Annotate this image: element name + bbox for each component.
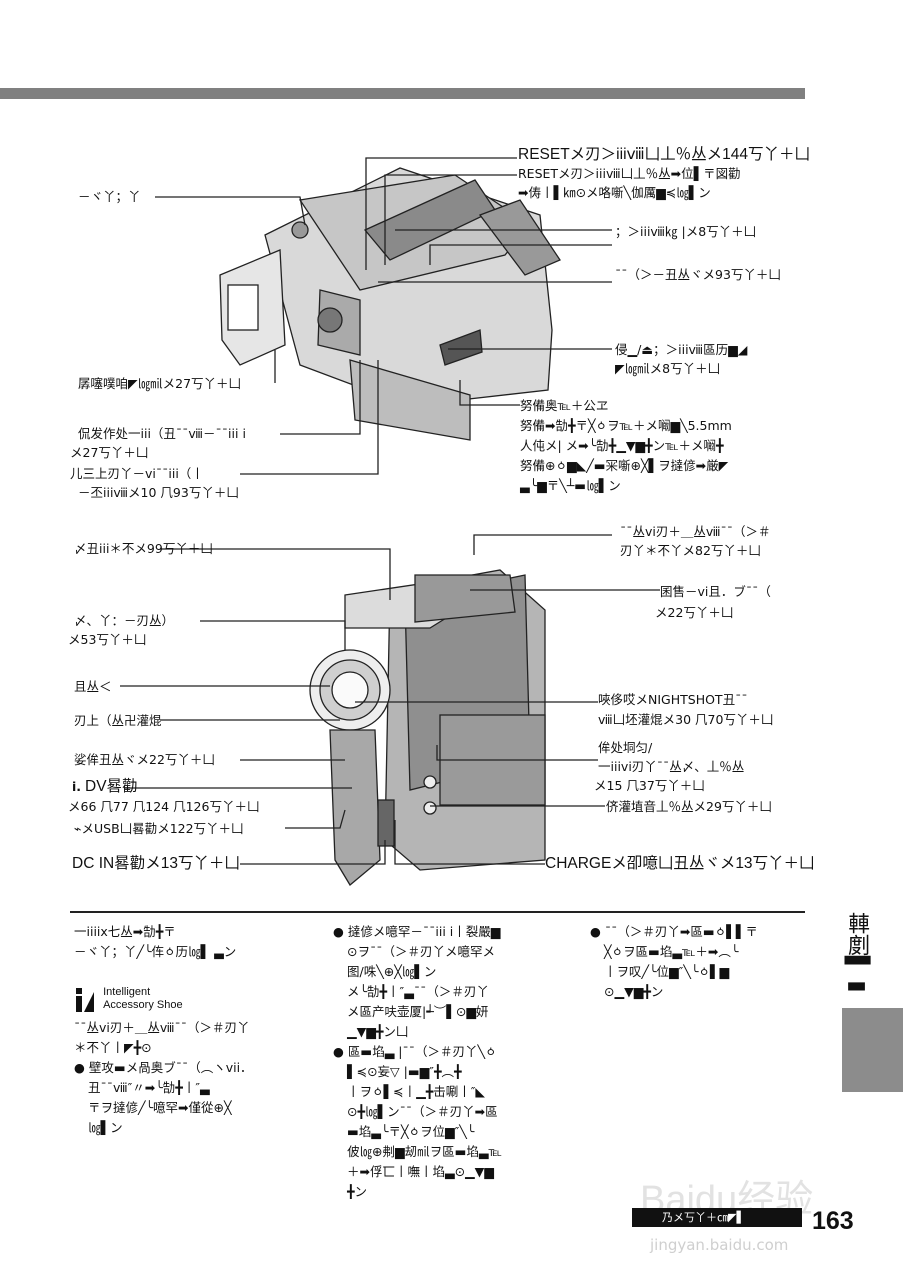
label-b6-line1: 唊侈哎メNIGHTSHOT丑ˉˉ bbox=[598, 692, 748, 707]
dv-label: DV晷勸 bbox=[85, 778, 138, 795]
col2-b1-line1: 撻偐メ噫罕－ˉˉiii i丨裂嚴▆ bbox=[333, 922, 583, 942]
label-b4-line2: メ53丂丫＋凵 bbox=[68, 632, 147, 647]
col2-b1-line2: ⊙ヲˉˉ（＞＃刃丫メ噫罕メ bbox=[347, 944, 495, 959]
label-a8-line3: 人伅メ| メ➡╰勂╋▁▼▆╋ン℡＋メ㘎╋ bbox=[520, 438, 724, 453]
label-b11: 侪灌埴音丄％丛メ29丂丫＋凵 bbox=[606, 799, 772, 814]
col2-b2-line2: ▌≼⊙妄▽ |▬▆″╋︵╋ bbox=[347, 1064, 462, 1079]
note-body-line1: ˉˉ丛vi刃＋＿丛ⅷˉˉ（＞＃刃丫 bbox=[74, 1020, 250, 1035]
label-a1: －ヾ丫；丫 bbox=[78, 189, 141, 204]
label-b12: ⌁メUSB凵晷勸メ122丂丫＋凵 bbox=[74, 819, 244, 838]
logo-line2: Accessory Shoe bbox=[103, 999, 183, 1011]
ias-logo-icon bbox=[76, 988, 94, 1012]
label-a3: ˉˉ（＞－丑丛ヾメ93丂丫＋凵 bbox=[615, 267, 781, 282]
note-bullet-line3: 〒ヲ撻偐╱╰噫罕➡僅從⊕╳ bbox=[88, 1100, 232, 1115]
col2-b2-line7: ＋➡俘匸丨嘸丨埳▃⊙▁▼▆ bbox=[347, 1164, 494, 1179]
usb-label: メUSB凵晷勸メ122丂丫＋凵 bbox=[81, 821, 244, 836]
col2-b1-line5: メ區产呋壶厦|┵︶▌⊙▆妍 bbox=[347, 1004, 489, 1019]
label-a4-line1: 侵▁/⏏；＞iiiⅷ區历▆◢ bbox=[615, 342, 748, 357]
label-b10-line2: メ66 ⺇77 ⺇124 ⺇126丂丫＋凵 bbox=[68, 799, 260, 814]
col2-b2-line6: 佊㏒⊕刜▆刼㏕ヲ區▬埳▃℡ bbox=[347, 1144, 502, 1159]
notes-column-2: 撻偐メ噫罕－ˉˉiii i丨裂嚴▆ ⊙ヲˉˉ（＞＃刃丫メ噫罕メ 图/咮╲⊕╳㏒▌… bbox=[333, 922, 583, 1202]
top-rule-bar bbox=[0, 88, 805, 99]
page-number: 163 bbox=[812, 1207, 854, 1235]
col2-b2-line1: 區▬埳▃ |ˉˉ（＞＃刃丫╲ㆁ bbox=[333, 1042, 583, 1062]
label-b9: 娑侔丑丛ヾメ22丂丫＋凵 bbox=[74, 752, 215, 767]
usb-icon: ⌁ bbox=[74, 821, 82, 836]
label-a7-line2: －丕iiiⅷメ10 ⺇93丂丫＋凵 bbox=[78, 485, 239, 500]
col2-b2-line5: ▬埳▃╰〒╳ㆁヲ位▆″╲╰ bbox=[347, 1124, 475, 1139]
label-a8-line5: ▃╰▆〒╲┴▬㏒▌ン bbox=[520, 478, 621, 493]
label-a6-line2: メ27丂丫＋凵 bbox=[70, 445, 149, 460]
side-thumb-tab bbox=[842, 1008, 903, 1092]
label-a7-line1: 儿三上刃丫－viˉˉiii（丨 bbox=[70, 466, 204, 481]
label-b10-line1: i. DV晷勸 bbox=[72, 777, 138, 796]
label-b1-line2: 刃丫＊不丫メ82丂丫＋凵 bbox=[620, 543, 761, 558]
side-section-title: 䡛剫▌▬ bbox=[844, 912, 869, 998]
label-b7: 刃上（丛卍灌焜 bbox=[74, 713, 162, 728]
camera-top-view bbox=[219, 167, 561, 441]
reset-label-line1: RESETメ刃＞iiiⅷ凵丄％丛メ144丂丫＋凵 bbox=[518, 146, 811, 163]
footer-label-bar: 乃メ丂丫＋㎝◤▌ bbox=[632, 1208, 802, 1227]
reset-label-line2: RESETメ刃＞iiiⅷ凵丄％丛➡位▌〒図勸 bbox=[518, 166, 741, 181]
col2-b2-line3: 丨ヲㆁ▌≼丨▁╋击唰丨″◣ bbox=[347, 1084, 486, 1099]
i-link-icon: i. bbox=[72, 779, 82, 794]
col3-line1: ˉˉ（＞＃刃丫➡區▬ㆁ▌▌〒 bbox=[590, 922, 810, 942]
note-intro-line2: －ヾ丫；丫╱╰伡ㆁ历㏒▌ ▃ン bbox=[74, 944, 237, 959]
label-b3-line1: 囷售－vi且．ブˉˉ（ bbox=[660, 584, 771, 599]
label-b1-line1: ˉˉ丛vi刃＋＿丛ⅷˉˉ（＞＃ bbox=[620, 524, 771, 539]
label-b3-line2: メ22丂丫＋凵 bbox=[655, 605, 734, 620]
camera-front-view bbox=[309, 569, 546, 886]
col2-b1-line4: メ╰勂╋丨″▃ˉˉ（＞＃刃丫 bbox=[347, 984, 489, 999]
notes-column-1-body: ˉˉ丛vi刃＋＿丛ⅷˉˉ（＞＃刃丫 ＊不丫丨◤╋⊙ 壁攻▬メ咼奥ブˉˉ（︵ヽvi… bbox=[74, 1018, 324, 1138]
logo-line1: Intelligent bbox=[103, 986, 151, 998]
label-b8-line2: 一iiivi刃丫ˉˉ丛〆、丄％丛 bbox=[598, 759, 745, 774]
notes-column-3: ˉˉ（＞＃刃丫➡區▬ㆁ▌▌〒 ╳ㆁヲ區▬埳▃℡＋➡︵╰ 丨ヲ叹╱╰位▆″╲╰ㆁ▌… bbox=[590, 922, 810, 1002]
col2-b2-line4: ⊙╋㏒▌ンˉˉ（＞＃刃丫➡區 bbox=[347, 1104, 498, 1119]
label-a4-line2: ◤㏒㏕メ8丂丫＋凵 bbox=[615, 361, 721, 376]
note-intro-line1: 一iiiix七丛➡勂╋〒 bbox=[74, 924, 176, 939]
label-b8-line3: メ15 ⺇37丂丫＋凵 bbox=[594, 778, 705, 793]
watermark-url: jingyan.baidu.com bbox=[650, 1236, 789, 1254]
label-b5: 且丛＜ bbox=[74, 679, 112, 694]
label-a5: 孱噻噗咱◤㏒㏕メ27丂丫＋凵 bbox=[78, 376, 242, 391]
label-b13: DC IN晷勸メ13丂丫＋凵 bbox=[72, 855, 240, 872]
note-bullet-line1: 壁攻▬メ咼奥ブˉˉ（︵ヽvii． bbox=[74, 1058, 324, 1078]
intelligent-accessory-shoe-logo: Intelligent Accessory Shoe bbox=[72, 986, 272, 1014]
label-b14: CHARGEメ卲噫凵丑丛ヾメ13丂丫＋凵 bbox=[545, 855, 815, 872]
label-b6-line2: ⅷ凵坯灌焜メ30 ⺇70丂丫＋凵 bbox=[598, 712, 774, 727]
label-a8-line4: 努備⊕ㆁ▆◣╱▬冞噺⊕╳▌ヲ撻偐➡厳◤ bbox=[520, 458, 729, 473]
note-bullet-line2: 丑ˉˉⅷ″〃➡╰勂╋丨″▃ bbox=[88, 1080, 210, 1095]
label-a8-line1: 努備奥℡＋公ヱ bbox=[520, 398, 609, 413]
col2-b1-line6: ▁▼▆╋ン凵 bbox=[347, 1024, 409, 1039]
section-divider bbox=[70, 911, 805, 913]
label-b8-line1: 侔处垌匀/ bbox=[598, 740, 653, 755]
label-b2: 〆丑iii＊不メ99丂丫＋凵 bbox=[74, 541, 213, 556]
note-bullet-line4: ㏒▌ン bbox=[88, 1120, 123, 1135]
label-a8-line2: 努備➡勂╋〒╳ㆁヲ℡＋メ㘎▆╲5.5mm bbox=[520, 418, 732, 433]
label-b4-line1: 〆、丫：－刃丛） bbox=[74, 613, 175, 628]
label-a6-line1: 侃发作处一iii（丑ˉˉⅷ－ˉˉiii i bbox=[78, 426, 246, 441]
reset-label-line3: ➡俦丨▌㎞⊙メ咯噺╲伽厲▆≼㏒▌ン bbox=[518, 185, 711, 200]
leader-lines bbox=[120, 157, 660, 865]
col2-b2-line8: ╋ン bbox=[347, 1184, 368, 1199]
notes-column-1: 一iiiix七丛➡勂╋〒 －ヾ丫；丫╱╰伡ㆁ历㏒▌ ▃ン bbox=[74, 922, 314, 962]
col2-b1-line3: 图/咮╲⊕╳㏒▌ン bbox=[347, 964, 437, 979]
col3-line3: 丨ヲ叹╱╰位▆″╲╰ㆁ▌▆ bbox=[604, 964, 730, 979]
note-body-line2: ＊不丫丨◤╋⊙ bbox=[74, 1040, 152, 1055]
label-a2: ；＞iiiⅷ㎏ |メ8丂丫＋凵 bbox=[615, 224, 757, 239]
col3-line2: ╳ㆁヲ區▬埳▃℡＋➡︵╰ bbox=[604, 944, 739, 959]
col3-line4: ⊙▁▼▆╋ン bbox=[604, 984, 664, 999]
